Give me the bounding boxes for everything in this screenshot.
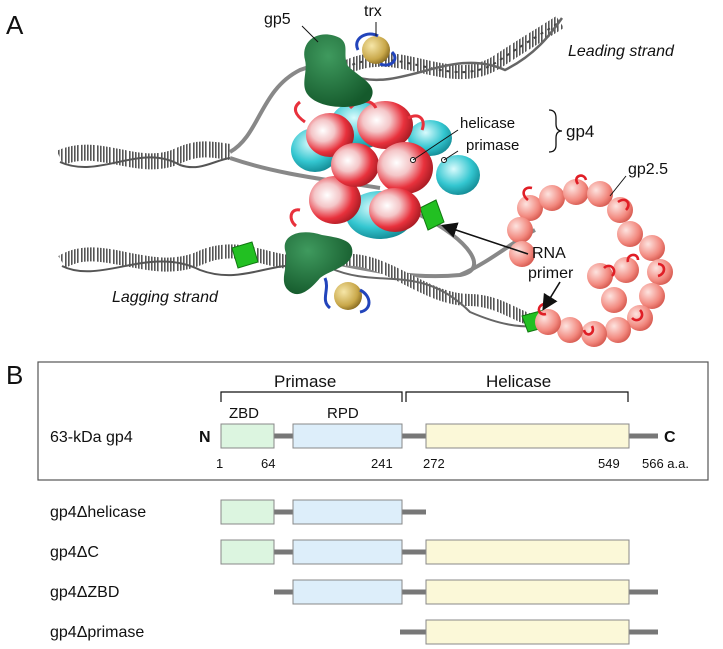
gp5-leader bbox=[301, 25, 319, 43]
primase-label: primase bbox=[466, 137, 519, 154]
leading-strand-label: Leading strand bbox=[568, 43, 675, 60]
zbd-label: ZBD bbox=[229, 405, 259, 422]
rna-primer-left bbox=[231, 241, 259, 269]
n-terminus-label: N bbox=[199, 429, 211, 446]
helicase-leader bbox=[412, 129, 459, 161]
rna-primer-arrow-right bbox=[542, 281, 561, 311]
trx-loop-top bbox=[355, 32, 397, 67]
rpd-label: RPD bbox=[327, 405, 359, 422]
full-length-gp4-bar bbox=[220, 423, 658, 449]
primase-leader bbox=[443, 150, 459, 161]
position-1: 1 bbox=[216, 456, 223, 471]
lagging-strand-dna bbox=[58, 244, 546, 328]
rna-primer-arrow-center bbox=[440, 222, 529, 255]
construct-label-c-deletion: gp4ΔC bbox=[50, 544, 99, 561]
zbd-domain bbox=[220, 423, 275, 449]
gp2-5-cluster bbox=[507, 174, 673, 347]
gp2-5-leader bbox=[609, 175, 627, 197]
construct-label-zbd-deletion: gp4ΔZBD bbox=[50, 584, 119, 601]
construct-bar-zbd-deletion bbox=[274, 579, 658, 605]
parental-dna bbox=[56, 141, 232, 170]
rpd-domain bbox=[292, 423, 403, 449]
full-length-protein-label: 63-kDa gp4 bbox=[50, 429, 133, 446]
rna-primer-label-line1: RNA bbox=[532, 245, 566, 262]
position-566: 566 a.a. bbox=[642, 456, 689, 471]
gp5-label: gp5 bbox=[264, 11, 291, 28]
gp4-label: gp4 bbox=[566, 122, 594, 141]
construct-bar-c-deletion bbox=[220, 539, 630, 565]
construct-bar-helicase-deletion bbox=[220, 499, 426, 525]
panel-b: B Primase Helicase ZBD RPD 63-kDa gp4 N … bbox=[6, 360, 709, 645]
primase-domain-label: Primase bbox=[274, 372, 336, 391]
position-272: 272 bbox=[423, 456, 445, 471]
c-terminus-label: C bbox=[664, 429, 676, 446]
position-64: 64 bbox=[261, 456, 275, 471]
rna-primer-center bbox=[419, 199, 445, 231]
gp2-5-label: gp2.5 bbox=[628, 161, 668, 178]
panel-a: A bbox=[6, 3, 675, 347]
construct-bar-primase-deletion bbox=[400, 619, 658, 645]
helicase-label: helicase bbox=[460, 115, 515, 132]
rna-primer-label-line2: primer bbox=[528, 265, 574, 282]
lagging-strand-label: Lagging strand bbox=[112, 289, 219, 306]
helicase-domain bbox=[425, 423, 630, 449]
trx-label: trx bbox=[364, 3, 382, 20]
gp5-top bbox=[304, 34, 373, 107]
helicase-domain-label: Helicase bbox=[486, 372, 551, 391]
gp5-bottom bbox=[283, 232, 353, 295]
position-241: 241 bbox=[371, 456, 393, 471]
position-549: 549 bbox=[598, 456, 620, 471]
full-length-frame bbox=[37, 361, 709, 481]
gp4-brace bbox=[548, 109, 563, 153]
gp4-hexamer bbox=[289, 99, 480, 239]
trx-top bbox=[362, 36, 390, 64]
trx-loop-bottom bbox=[323, 277, 371, 314]
helicase-bracket bbox=[405, 391, 629, 402]
panel-a-label: A bbox=[6, 10, 24, 40]
construct-label-helicase-deletion: gp4Δhelicase bbox=[50, 504, 146, 521]
trx-bottom bbox=[334, 282, 362, 310]
primase-bracket bbox=[220, 391, 403, 402]
panel-b-label: B bbox=[6, 360, 23, 390]
construct-label-primase-deletion: gp4Δprimase bbox=[50, 624, 144, 641]
